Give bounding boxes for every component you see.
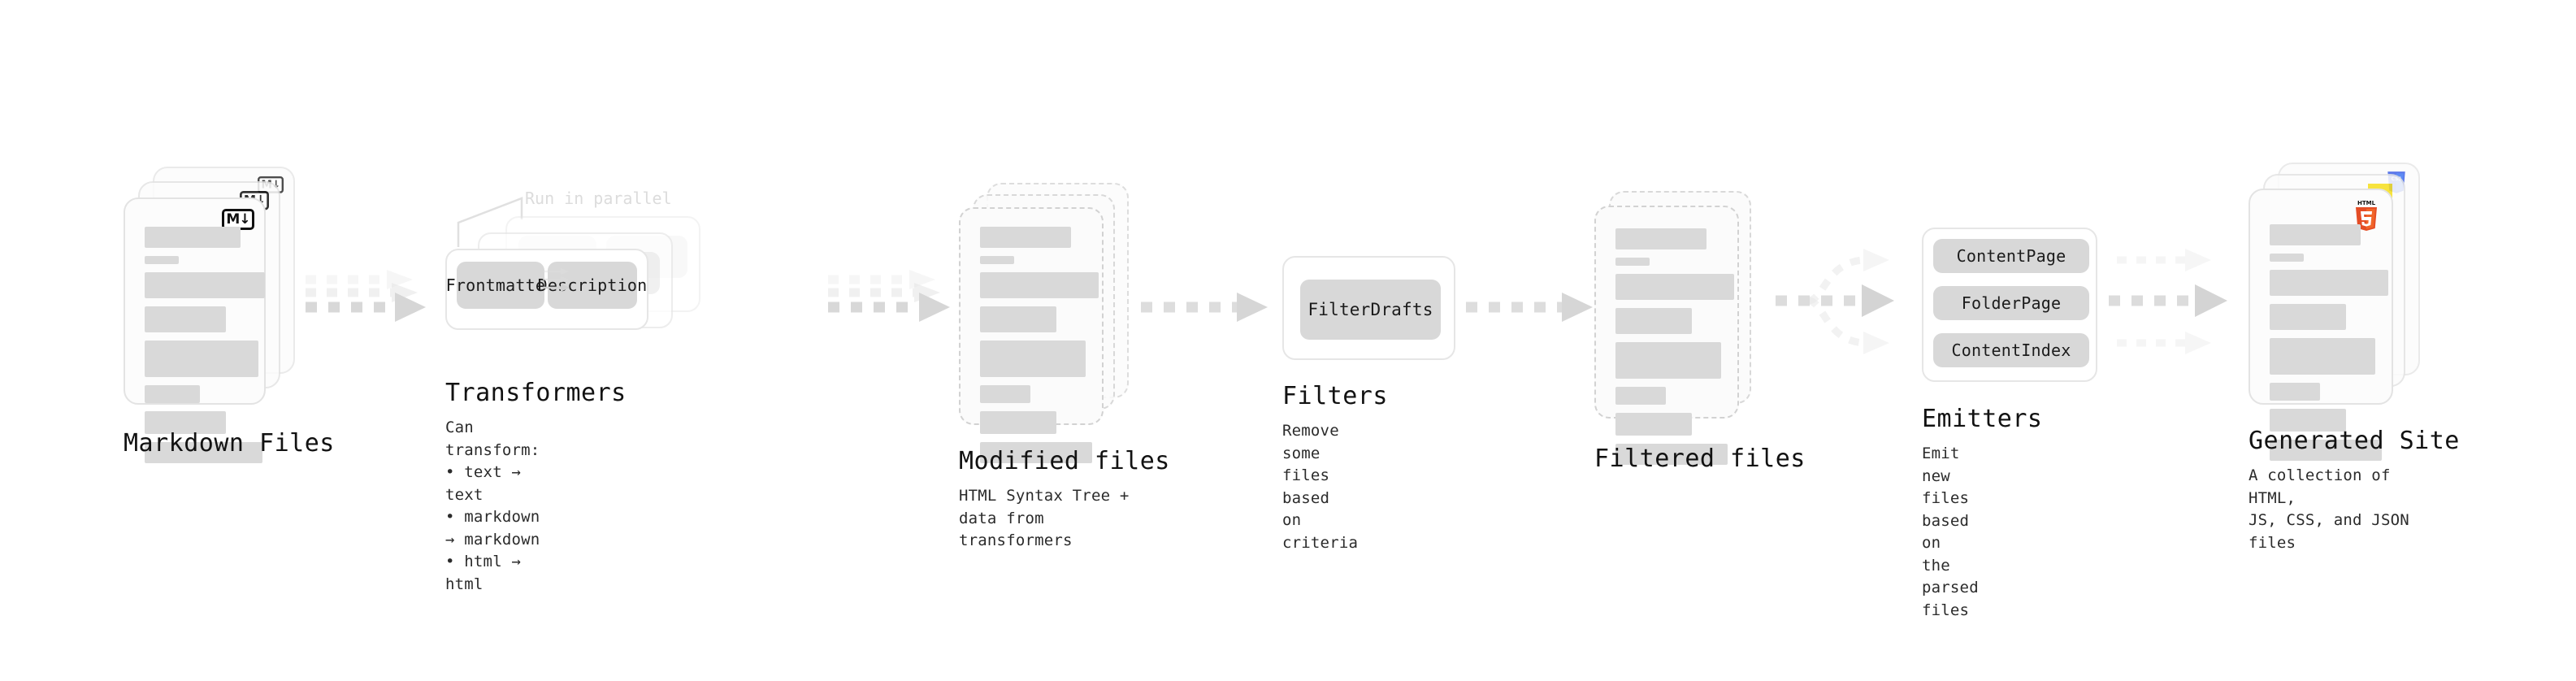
transformer-pill-frontmatter[interactable]: Frontmatter (446, 262, 555, 309)
stage-title-transformers: Transformers (445, 379, 627, 407)
file-skeleton-content (2270, 224, 2388, 469)
transformer-inner-arrows (543, 262, 572, 309)
html5-logo: HTML (2353, 198, 2380, 234)
file-card-front (1594, 206, 1739, 465)
stage-subtitle-filters: Remove some files based on criteria (1282, 422, 1359, 552)
stage-modified-files: Modified files HTML Syntax Tree + data f… (959, 183, 1169, 549)
generated-site-stack: CSS JS HTML (2249, 163, 2435, 461)
stage-title-filtered-files: Filtered files (1594, 445, 1806, 473)
filters-box[interactable]: FilterDrafts (1282, 256, 1455, 360)
svg-text:HTML: HTML (2357, 200, 2376, 206)
stage-title-generated-site: Generated Site (2249, 427, 2460, 455)
run-in-parallel-label: Run in parallel (525, 189, 672, 208)
stage-title-modified-files: Modified files (959, 447, 1170, 475)
stage-title-markdown-files: Markdown Files (124, 429, 335, 458)
emitter-pill-contentpage[interactable]: ContentPage (1933, 239, 2089, 273)
connector-filters-to-filtered (1463, 291, 1609, 323)
emitter-pill-contentindex[interactable]: ContentIndex (1933, 333, 2089, 367)
file-card-front (959, 207, 1104, 463)
stage-subtitle-emitters: Emit new files based on the parsed files (1922, 445, 1979, 619)
file-skeleton-content (980, 227, 1099, 471)
stage-title-filters: Filters (1282, 382, 1388, 410)
emitter-pill-folderpage[interactable]: FolderPage (1933, 286, 2089, 320)
file-skeleton-content (1615, 228, 1734, 473)
connector-transformers-to-modified (825, 268, 963, 333)
parallel-bracket (457, 193, 546, 250)
stage-filtered-files: Filtered files (1594, 191, 1805, 473)
filter-pill-filterdrafts[interactable]: FilterDrafts (1300, 280, 1441, 340)
markdown-logo-text: M↓ (226, 210, 250, 228)
modified-file-stack (959, 183, 1146, 463)
stage-subtitle-generated-site: A collection of HTML, JS, CSS, and JSON … (2249, 466, 2409, 552)
stage-title-emitters: Emitters (1922, 405, 2043, 433)
stage-subtitle-transformers: Can transform: • text → text • markdown … (445, 419, 540, 593)
stage-markdown-files: M↓ M↓ M↓ Markdown Files (124, 167, 334, 463)
file-card-front: M↓ (124, 197, 266, 463)
emitters-box[interactable]: ContentPage FolderPage ContentIndex (1922, 228, 2097, 382)
connector-emitters-to-site (2109, 229, 2259, 371)
file-card-front-html: HTML (2249, 189, 2393, 461)
stage-generated-site: CSS JS HTML (2249, 163, 2459, 552)
stage-subtitle-modified-files: HTML Syntax Tree + data from transformer… (959, 487, 1130, 550)
connector-markdown-to-transformers (302, 268, 432, 333)
markdown-file-stack: M↓ M↓ M↓ (124, 167, 302, 463)
connector-modified-to-filters (1138, 291, 1284, 323)
connector-filtered-to-emitters (1776, 229, 1918, 371)
file-skeleton-content (145, 227, 265, 471)
filtered-file-stack (1594, 191, 1773, 465)
transformer-box-front[interactable]: Frontmatter Description (445, 249, 648, 330)
